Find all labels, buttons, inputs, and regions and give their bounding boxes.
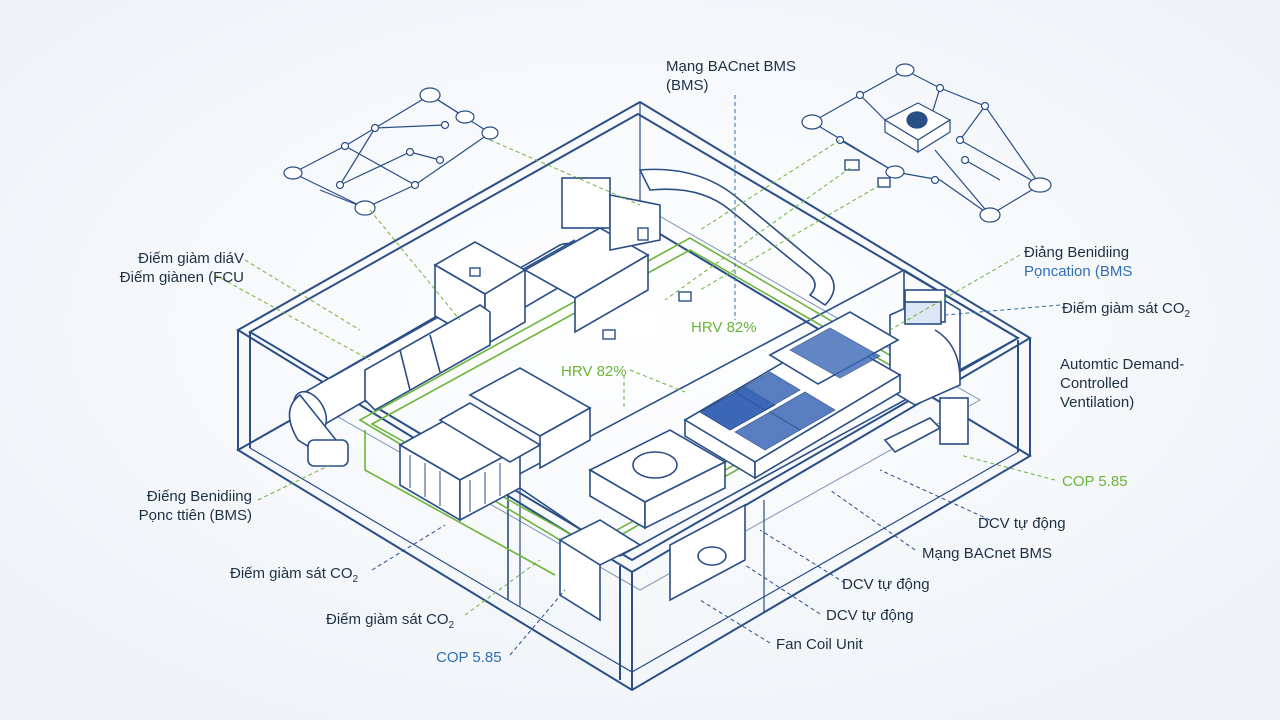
bms-network-label-bottom: Mạng BACnet BMS	[922, 545, 1053, 562]
co2-right-label: Điếm giàm sát CO2	[1062, 299, 1190, 324]
co2-left-text-1: Điếm giàm sát CO	[230, 565, 353, 582]
right-building-label: Điảng Benidiing Pọncation (BMS	[1024, 243, 1132, 281]
left-point-label-line2: Điếm giànen (FCU	[119, 269, 244, 286]
callout-lines	[214, 95, 1061, 656]
bms-network-label-top-line1: Mạng BACnet BMS	[666, 58, 797, 75]
left-building-label-line2: Pọnc ttiên (BMS)	[138, 507, 252, 524]
bms-network-right	[801, 63, 1052, 223]
adcv-label-line1: Automtic Demand-	[1060, 356, 1185, 373]
fan-coil-label: Fan Coil Unit	[776, 636, 863, 653]
sensors	[469, 159, 891, 340]
co2-left-sub-1: 2	[352, 574, 359, 585]
supply-duct-run	[288, 168, 969, 467]
bms-network-left	[283, 87, 499, 216]
left-building-label-line1: Điếng Benidiing	[146, 488, 252, 505]
adcv-label: Automtic Demand- Controlled Ventilation)	[1060, 355, 1184, 412]
adcv-label-line2: Controlled	[1060, 375, 1129, 392]
left-point-label-line1: Điếm giàm diáV	[138, 250, 244, 267]
co2-left-text-2: Điếm giàm sát CO	[326, 611, 449, 628]
bms-network-label-top: Mạng BACnet BMS (BMS)	[666, 57, 796, 95]
co2-right-text: Điếm giàm sát CO	[1062, 300, 1185, 317]
co2-left-label-2: Điếm giàm sát CO2	[326, 610, 454, 635]
right-building-label-line2: Pọncation (BMS	[1024, 263, 1133, 280]
dcv-label-3: DCV tự động	[826, 607, 914, 624]
hrv-label-lower: HRV 82%	[561, 363, 627, 380]
left-point-label: Điếm giàm diáV Điếm giànen (FCU	[108, 249, 244, 287]
cop-left-label: COP 5.85	[436, 649, 502, 666]
co2-left-sub-2: 2	[448, 620, 455, 631]
dcv-label-2: DCV tự động	[842, 576, 930, 593]
right-building-label-line1: Điảng Benidiing	[1024, 244, 1130, 261]
central-equipment	[398, 301, 942, 622]
dcv-label-1: DCV tự động	[978, 515, 1066, 532]
co2-right-sub: 2	[1184, 309, 1191, 320]
cop-right-label: COP 5.85	[1062, 473, 1128, 490]
bms-network-label-top-line2: (BMS)	[666, 77, 709, 94]
co2-left-label-1: Điếm giàm sát CO2	[230, 564, 358, 589]
hrv-label-upper: HRV 82%	[691, 319, 757, 336]
left-building-label: Điếng Benidiing Pọnc ttiên (BMS)	[100, 487, 252, 525]
adcv-label-line3: Ventilation)	[1060, 394, 1135, 411]
